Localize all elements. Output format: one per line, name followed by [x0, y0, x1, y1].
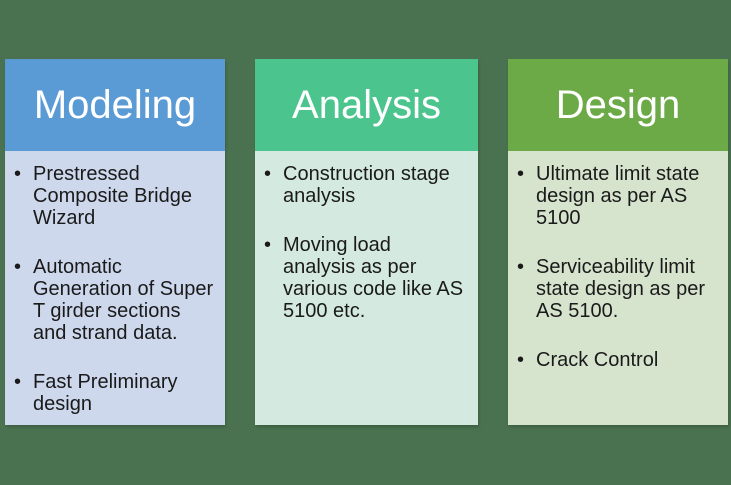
list-item: Moving load analysis as per various code…: [264, 234, 467, 322]
list-item: Prestressed Composite Bridge Wizard: [14, 163, 217, 229]
design-card: Design Ultimate limit state design as pe…: [508, 59, 728, 425]
design-bullet-list: Ultimate limit state design as per AS 51…: [517, 163, 720, 371]
list-item: Crack Control: [517, 349, 720, 371]
list-item: Fast Preliminary design: [14, 371, 217, 415]
list-item: Construction stage analysis: [264, 163, 467, 207]
modeling-card-body: Prestressed Composite Bridge WizardAutom…: [5, 151, 225, 425]
modeling-card-header: Modeling: [5, 59, 225, 151]
list-item: Ultimate limit state design as per AS 51…: [517, 163, 720, 229]
list-item: Serviceability limit state design as per…: [517, 256, 720, 322]
analysis-card: Analysis Construction stage analysisMovi…: [255, 59, 478, 425]
analysis-card-header: Analysis: [255, 59, 478, 151]
analysis-bullet-list: Construction stage analysisMoving load a…: [264, 163, 467, 322]
modeling-title: Modeling: [33, 82, 197, 127]
modeling-bullet-list: Prestressed Composite Bridge WizardAutom…: [14, 163, 217, 415]
modeling-card: Modeling Prestressed Composite Bridge Wi…: [5, 59, 225, 425]
design-title: Design: [555, 82, 681, 127]
analysis-title: Analysis: [292, 82, 441, 127]
design-card-header: Design: [508, 59, 728, 151]
list-item: Automatic Generation of Super T girder s…: [14, 256, 217, 344]
design-card-body: Ultimate limit state design as per AS 51…: [508, 151, 728, 425]
analysis-card-body: Construction stage analysisMoving load a…: [255, 151, 478, 425]
